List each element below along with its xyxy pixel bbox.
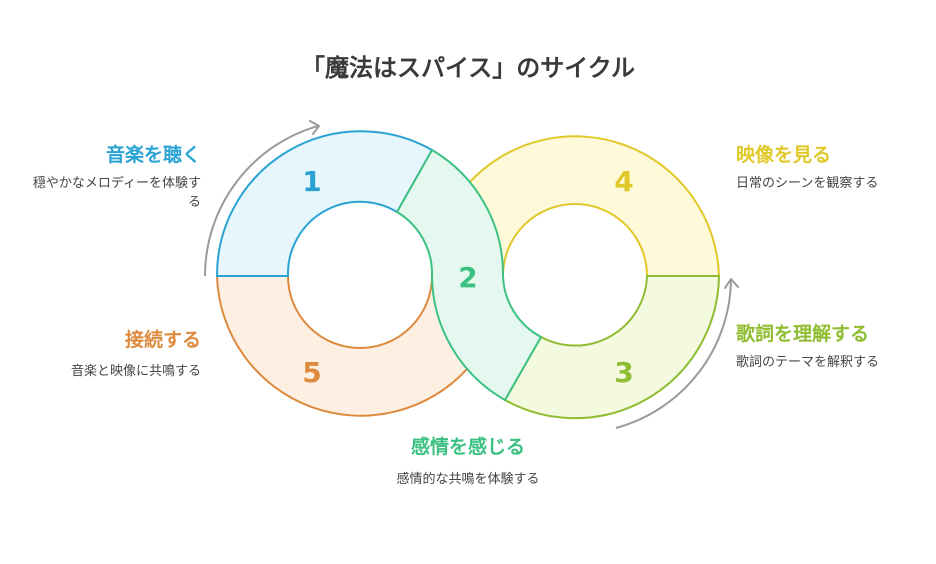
step-4-title: 映像を見る [736, 144, 832, 166]
step-5-title: 接続する [124, 329, 201, 351]
step-number-3: 3 [614, 356, 633, 389]
step-number-5: 5 [302, 356, 321, 389]
step-4-description: 日常のシーンを観察する [736, 176, 879, 191]
cycle-arrow-right-head [724, 278, 739, 289]
segment-5 [215, 275, 470, 417]
cycle-arrow-right [615, 278, 732, 429]
step-number-1: 1 [302, 165, 321, 198]
step-3-title: 歌詞を理解する [736, 323, 870, 345]
cycle-arrow-left-head [309, 120, 320, 135]
step-number-2: 2 [458, 261, 477, 294]
step-number-4: 4 [614, 165, 633, 198]
step-1-title: 音楽を聴く [105, 144, 201, 166]
cycle-arrow-left [204, 125, 319, 277]
segment-2 [395, 148, 543, 402]
step-2-title: 感情を感じる [410, 436, 525, 458]
diagram-title: 「魔法はスパイス」のサイクル [300, 54, 636, 82]
step-1-description: 穏やかなメロディーを体験する [32, 176, 201, 210]
step-3-description: 歌詞のテーマを解釈する [736, 355, 880, 370]
step-2-description: 感情的な共鳴を体験する [396, 472, 540, 487]
segment-4 [466, 135, 721, 277]
segment-1 [215, 130, 434, 277]
segment-3 [503, 275, 721, 420]
step-5-description: 音楽と映像に共鳴する [70, 364, 201, 379]
